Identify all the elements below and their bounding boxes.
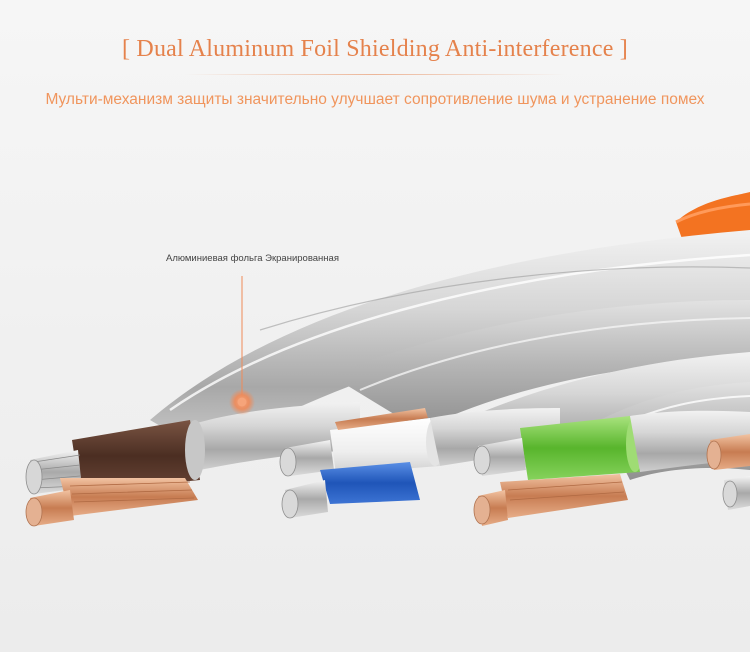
white-blue-wire-pair [279, 408, 560, 519]
foil-callout-label: Алюминиевая фольга Экранированная [166, 253, 339, 264]
page-title: [ Dual Aluminum Foil Shielding Anti-inte… [122, 36, 628, 62]
page-subtitle: Мульти-механизм защиты значительно улучш… [45, 91, 705, 108]
callout-leader [229, 276, 255, 415]
title-underline [185, 74, 565, 75]
brown-wire-pair [25, 402, 360, 527]
right-wire-pair [706, 434, 750, 510]
